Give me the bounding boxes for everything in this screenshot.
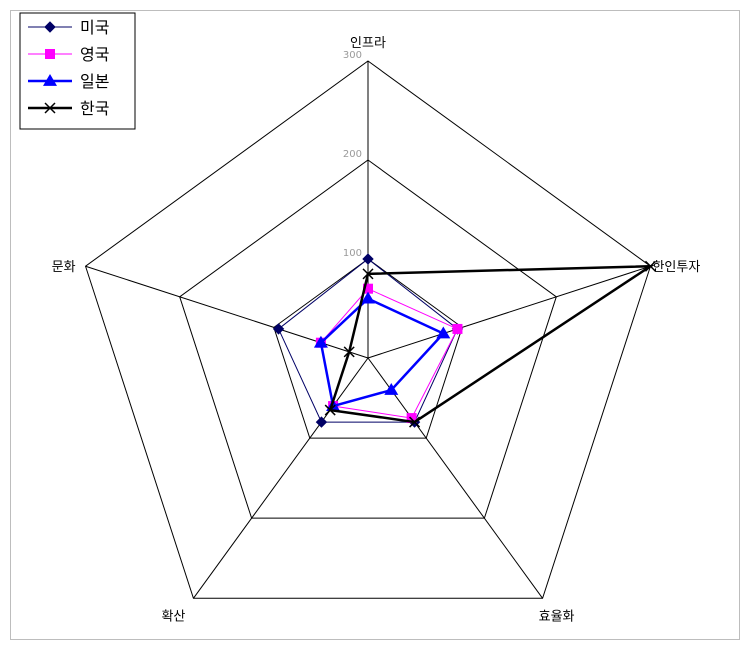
axis-label-4: 문화 bbox=[52, 260, 76, 275]
spoke-3 bbox=[193, 357, 369, 599]
legend-marker-3 bbox=[44, 102, 56, 114]
grid-ring-200 bbox=[179, 159, 557, 519]
series-2-point-0 bbox=[361, 291, 375, 304]
tick-labels: 100 200 300 bbox=[343, 50, 362, 259]
legend-marker-1 bbox=[45, 49, 55, 59]
series-2-point-2 bbox=[384, 383, 399, 395]
series-3-point-4 bbox=[343, 346, 355, 358]
series-0-point-3 bbox=[315, 416, 328, 428]
spoke-1 bbox=[367, 265, 651, 359]
series-2-point-4 bbox=[313, 335, 328, 348]
tick-label-300: 300 bbox=[343, 50, 362, 61]
series-group bbox=[272, 253, 656, 428]
series-1-point-2 bbox=[406, 413, 417, 424]
series-1-point-1 bbox=[452, 323, 463, 334]
legend-box bbox=[19, 12, 136, 130]
legend-item-3: 한국 bbox=[28, 99, 109, 118]
series-line-0 bbox=[277, 258, 459, 423]
series-0-point-0 bbox=[362, 253, 374, 265]
grid-ring-300 bbox=[84, 60, 652, 599]
series-1 bbox=[315, 283, 463, 424]
legend-label-3: 한국 bbox=[80, 99, 109, 118]
legend-item-0: 미국 bbox=[28, 18, 109, 37]
tick-label-100: 100 bbox=[343, 248, 362, 259]
series-3-point-3 bbox=[324, 404, 336, 416]
axis-label-0: 인프라 bbox=[350, 36, 386, 51]
legend-item-1: 영국 bbox=[28, 45, 109, 64]
series-3 bbox=[324, 260, 656, 428]
grid-ring-100 bbox=[273, 258, 463, 439]
axis-label-3: 확산 bbox=[161, 609, 185, 624]
spoke-2 bbox=[367, 357, 543, 599]
axis-label-1: 한인투자 bbox=[652, 260, 700, 275]
legend-item-2: 일본 bbox=[28, 72, 109, 91]
radar-grid bbox=[84, 60, 652, 599]
series-0-point-4 bbox=[272, 323, 285, 335]
series-3-point-2 bbox=[409, 416, 421, 428]
series-line-2 bbox=[319, 297, 446, 408]
series-3-point-1 bbox=[644, 260, 656, 272]
series-3-point-0 bbox=[362, 268, 374, 280]
series-2-point-1 bbox=[436, 326, 451, 339]
series-line-3 bbox=[328, 264, 655, 424]
legend-label-2: 일본 bbox=[80, 72, 109, 91]
legend-label-1: 영국 bbox=[80, 45, 109, 64]
axis-label-2: 효율화 bbox=[539, 609, 575, 624]
tick-label-200: 200 bbox=[343, 149, 362, 160]
series-1-point-0 bbox=[363, 283, 373, 294]
legend-marker-0 bbox=[44, 21, 56, 33]
legend-label-0: 미국 bbox=[80, 18, 109, 37]
series-2 bbox=[313, 291, 451, 411]
legend-marker-2 bbox=[43, 74, 57, 86]
